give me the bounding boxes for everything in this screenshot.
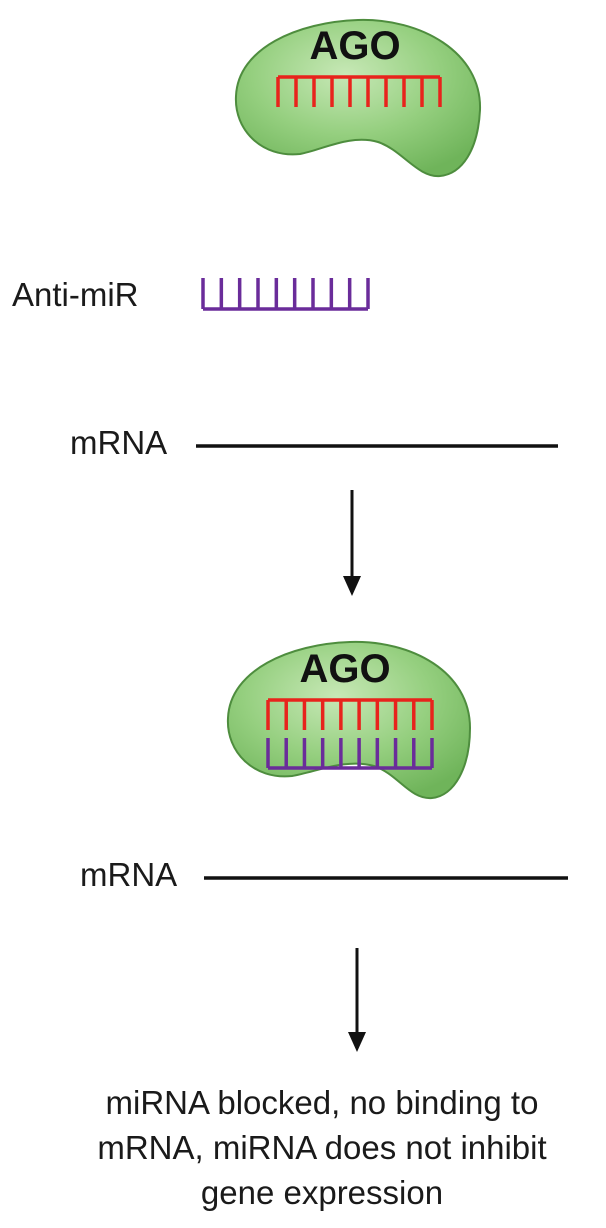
ago-protein-shape <box>234 18 482 178</box>
mirna-strand <box>276 75 442 107</box>
anti-mir-strand-bound <box>266 738 434 770</box>
arrow-down-1 <box>343 490 361 596</box>
ago-label: AGO <box>309 24 400 68</box>
mrna-label: mRNA <box>70 424 167 461</box>
ago-protein-shape <box>226 640 472 800</box>
anti-mir-label: Anti-miR <box>12 276 139 313</box>
outcome-line-3: gene expression <box>201 1174 443 1211</box>
ago-complex-top: AGO <box>234 18 482 178</box>
mrna-label: mRNA <box>80 856 177 893</box>
mirna-strand <box>266 698 434 730</box>
outcome-line-1: miRNA blocked, no binding to <box>106 1084 539 1121</box>
ago-complex-bottom: AGO <box>226 640 472 800</box>
outcome-line-2: mRNA, miRNA does not inhibit <box>97 1129 546 1166</box>
mrna-bottom-group: mRNA <box>80 856 568 893</box>
outcome-text: miRNA blocked, no binding to mRNA, miRNA… <box>97 1084 546 1211</box>
anti-mir-group: Anti-miR <box>12 276 370 313</box>
anti-mir-strand <box>201 278 370 311</box>
mrna-top-group: mRNA <box>70 424 558 461</box>
arrow-down-2 <box>348 948 366 1052</box>
ago-label: AGO <box>299 647 390 691</box>
